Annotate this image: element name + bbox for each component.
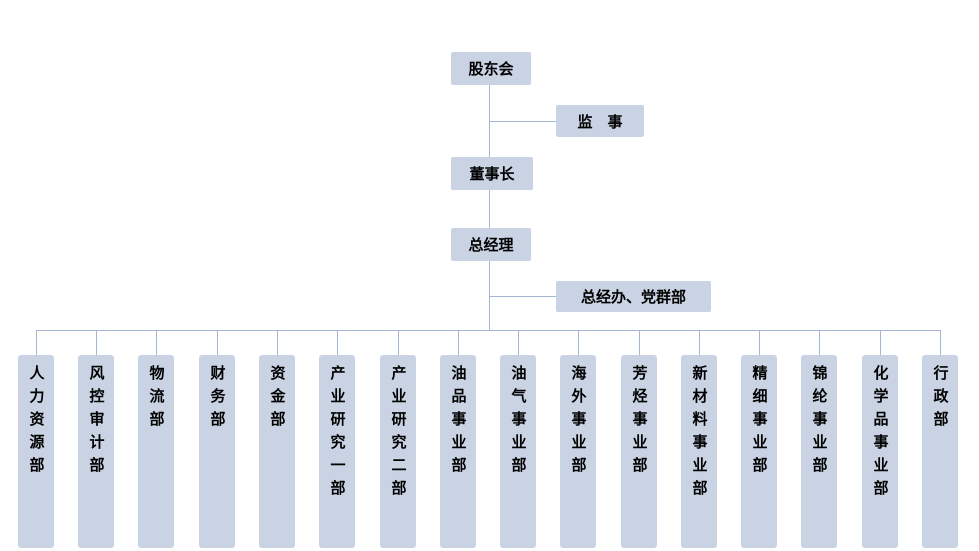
dept-label: 风控审计部 (87, 365, 105, 480)
dept-label: 精细事业部 (750, 365, 768, 480)
dept-drop-line (819, 330, 820, 355)
dept-label: 物流部 (147, 365, 165, 434)
node-supervisor: 监 事 (556, 105, 644, 137)
dept-label: 海外事业部 (569, 365, 587, 480)
dept-label: 资金部 (268, 365, 286, 434)
node-dept-industry-research-2: 产业研究二部 (380, 355, 416, 548)
dept-label: 人力资源部 (27, 365, 45, 480)
dept-label: 化学品事业部 (871, 365, 889, 503)
dept-drop-line (398, 330, 399, 355)
dept-drop-line (458, 330, 459, 355)
node-chairman: 董事长 (451, 157, 533, 190)
node-dept-funds: 资金部 (259, 355, 295, 548)
dept-drop-line (578, 330, 579, 355)
dept-drop-line (880, 330, 881, 355)
dept-drop-line (699, 330, 700, 355)
supervisor-connector-line (489, 121, 556, 122)
node-dept-industry-research-1: 产业研究一部 (319, 355, 355, 548)
dept-drop-line (156, 330, 157, 355)
node-general-manager: 总经理 (451, 228, 531, 261)
dept-label: 新材料事业部 (690, 365, 708, 503)
node-dept-chemicals: 化学品事业部 (862, 355, 898, 548)
dept-label: 芳烃事业部 (630, 365, 648, 480)
dept-label: 锦纶事业部 (810, 365, 828, 480)
dept-drop-line (277, 330, 278, 355)
node-dept-finance: 财务部 (199, 355, 235, 548)
dept-drop-line (940, 330, 941, 355)
dept-drop-line (217, 330, 218, 355)
dept-drop-line (518, 330, 519, 355)
dept-drop-line (36, 330, 37, 355)
node-dept-aromatics: 芳烃事业部 (621, 355, 657, 548)
departments-bus-line (36, 330, 940, 331)
node-dept-hr: 人力资源部 (18, 355, 54, 548)
dept-label: 产业研究二部 (389, 365, 407, 503)
node-dept-overseas: 海外事业部 (560, 355, 596, 548)
spine-line-bottom (489, 261, 490, 330)
node-dept-logistics: 物流部 (138, 355, 174, 548)
dept-drop-line (337, 330, 338, 355)
node-dept-new-materials: 新材料事业部 (681, 355, 717, 548)
node-dept-nylon: 锦纶事业部 (801, 355, 837, 548)
spine-line-middle (489, 190, 490, 228)
node-dept-fine-chemicals: 精细事业部 (741, 355, 777, 548)
node-dept-oil-products: 油品事业部 (440, 355, 476, 548)
node-dept-administration: 行政部 (922, 355, 958, 548)
dept-drop-line (639, 330, 640, 355)
dept-drop-line (759, 330, 760, 355)
node-gm-office: 总经办、党群部 (556, 281, 711, 312)
dept-label: 油品事业部 (449, 365, 467, 480)
gm-office-connector-line (489, 296, 556, 297)
node-dept-risk-audit: 风控审计部 (78, 355, 114, 548)
dept-label: 行政部 (931, 365, 949, 434)
dept-drop-line (96, 330, 97, 355)
node-dept-oil-gas: 油气事业部 (500, 355, 536, 548)
dept-label: 财务部 (208, 365, 226, 434)
dept-label: 产业研究一部 (328, 365, 346, 503)
dept-label: 油气事业部 (509, 365, 527, 480)
node-shareholders: 股东会 (451, 52, 531, 85)
